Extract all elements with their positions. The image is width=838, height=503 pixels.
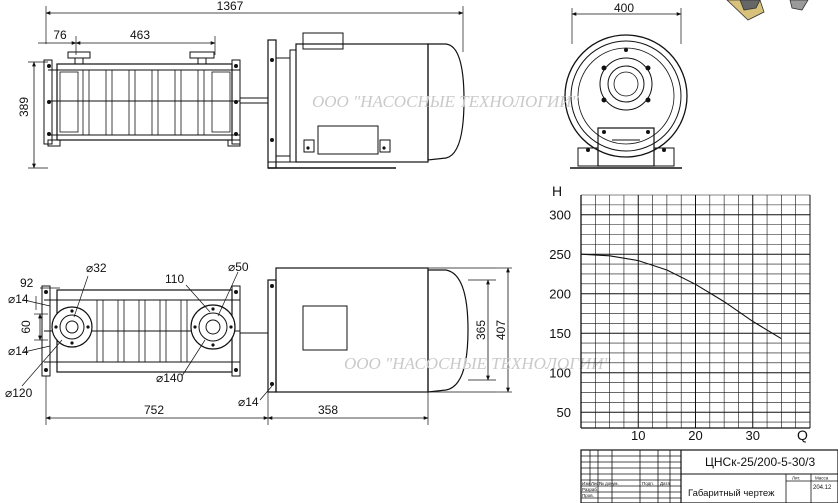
title-block-drawing-name: Габаритный чертеж	[688, 488, 775, 499]
dim-flange-120: ⌀120	[5, 386, 33, 400]
watermark-top: ООО "НАСОСНЫЕ ТЕХНОЛОГИИ"	[312, 92, 580, 111]
plan-view	[21, 267, 512, 425]
title-block-col-date: Дата	[660, 481, 670, 486]
watermark-bottom: ООО "НАСОСНЫЕ ТЕХНОЛОГИИ"	[344, 354, 612, 373]
chart-y-axis-label: H	[552, 183, 562, 199]
chart-x-tick-label: 20	[688, 428, 702, 443]
dimension-labels: 1367 400 76 463 389 ⌀32 ⌀50 110 92 ⌀14 6…	[5, 0, 634, 417]
dim-60: 60	[19, 320, 33, 334]
side-view	[28, 6, 465, 169]
title-block-col-sign: Подп.	[642, 481, 654, 486]
dim-92: 92	[20, 276, 34, 290]
dim-overall-length: 1367	[217, 0, 244, 13]
chart-tick-labels: 10 20 30 50 100 150 200 250 300	[549, 208, 760, 443]
dim-bolt-14-bottom: ⌀14	[8, 344, 29, 358]
chart-series	[580, 253, 782, 340]
dim-foot-hole: ⌀14	[238, 395, 259, 409]
chart-y-tick-label: 200	[549, 287, 571, 302]
performance-chart: 10 20 30 50 100 150 200 250 300 H Q	[549, 183, 811, 443]
chart-y-tick-label: 250	[549, 247, 571, 262]
chart-x-axis-label: Q	[797, 427, 808, 443]
dim-base-outer: 407	[494, 320, 508, 340]
dim-bolt-14-top: ⌀14	[8, 292, 29, 306]
title-block-text: ЦНСк-25/200-5-30/3 Габаритный чертеж Изм…	[582, 455, 832, 499]
title-block-col-list: Лист	[591, 481, 601, 486]
chart-y-tick-label: 100	[549, 366, 571, 381]
title-block-mass-value: 204.12	[813, 485, 832, 491]
dim-motor-length: 358	[318, 403, 338, 417]
dim-flange-140: ⌀140	[156, 371, 184, 385]
chart-x-tick-label: 10	[631, 428, 645, 443]
3d-preview-thumbnail	[726, 0, 809, 21]
dim-height: 389	[17, 97, 31, 117]
dim-inlet-diameter: ⌀32	[86, 261, 107, 275]
title-block-mass-label: Масса	[815, 476, 829, 481]
chart-y-tick-label: 300	[549, 208, 571, 223]
chart-y-tick-label: 50	[557, 405, 571, 420]
title-block-col-doc: № докум.	[599, 481, 619, 486]
chart-x-tick-label: 30	[746, 428, 760, 443]
title-block	[580, 449, 838, 503]
dim-pump-length: 752	[144, 403, 164, 417]
title-block-lit: Лит.	[792, 476, 800, 481]
front-view	[564, 8, 688, 169]
chart-grid	[580, 194, 811, 429]
dim-outlet-diameter: ⌀50	[228, 260, 249, 274]
title-block-row-check: Пров.	[582, 493, 594, 498]
title-block-row-dev: Разраб.	[582, 487, 598, 492]
dim-port-spacing: 110	[165, 272, 184, 286]
chart-series-line	[580, 253, 782, 340]
chart-y-tick-label: 150	[549, 326, 571, 341]
title-block-col-izm: Изм	[582, 481, 590, 486]
title-block-model: ЦНСк-25/200-5-30/3	[705, 455, 816, 469]
dim-left-offset: 76	[53, 28, 67, 42]
dim-front-width: 400	[614, 1, 634, 15]
dim-flange-span: 463	[130, 28, 150, 42]
dim-base-inner: 365	[474, 320, 488, 340]
